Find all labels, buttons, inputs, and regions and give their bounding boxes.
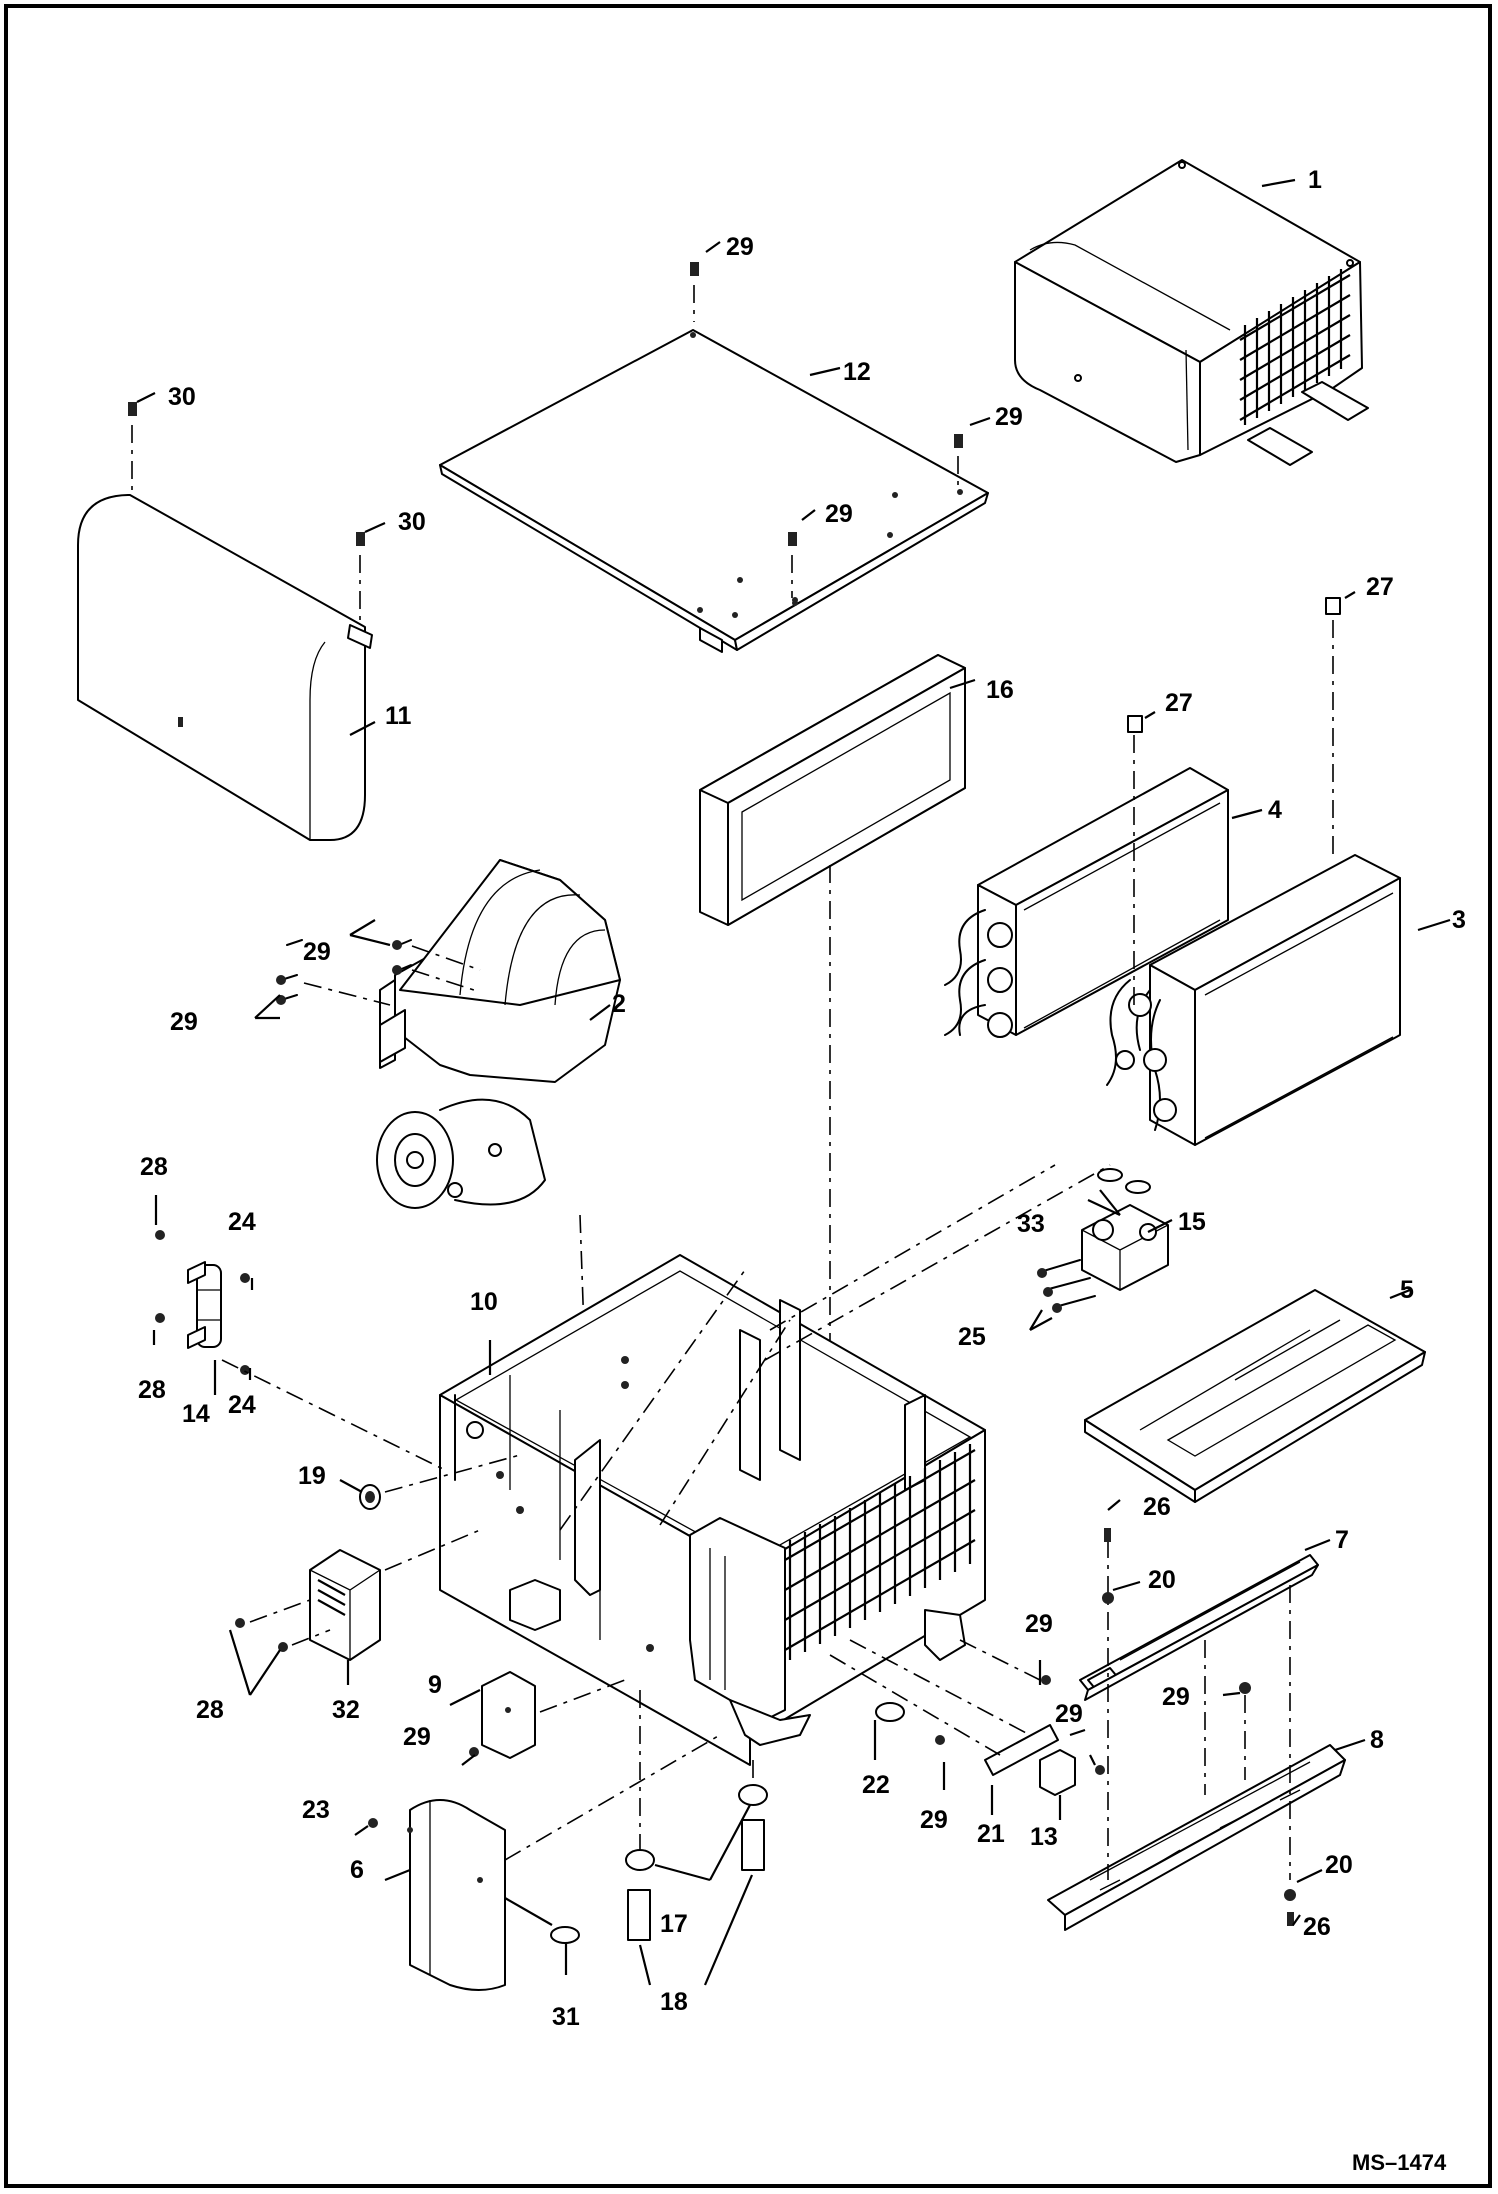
leader-lines [136, 178, 1451, 1986]
rail-fasteners [1102, 1528, 1296, 1926]
callout-20-upper: 20 [1148, 1566, 1176, 1594]
part-14-receiver-drier [155, 1230, 446, 1471]
callout-24-lower: 24 [228, 1391, 256, 1419]
part-1-condenser-housing [1014, 159, 1369, 466]
callout-7: 7 [1335, 1526, 1349, 1554]
callout-8: 8 [1370, 1726, 1384, 1754]
callout-30-left: 30 [168, 383, 196, 411]
callout-5: 5 [1400, 1276, 1414, 1304]
callout-27-right: 27 [1366, 573, 1394, 601]
callout-21: 21 [977, 1820, 1005, 1848]
callout-29-housing-right: 29 [1025, 1610, 1053, 1638]
callout-29-blower-left: 29 [170, 1008, 198, 1036]
callout-10: 10 [470, 1288, 498, 1316]
callout-6: 6 [350, 1856, 364, 1884]
callout-29-bottom: 29 [920, 1806, 948, 1834]
part-15-expansion-valve [1037, 1168, 1169, 1313]
part-4-heater-core [944, 767, 1229, 1038]
callout-25: 25 [958, 1323, 986, 1351]
callout-labels: 1 2 3 4 5 6 7 8 9 10 11 12 13 14 15 16 1… [138, 166, 1466, 2175]
callout-26-lower: 26 [1303, 1913, 1331, 1941]
callout-16: 16 [986, 676, 1014, 704]
parts-17-18-feet [625, 1690, 768, 1941]
callout-29-rail: 29 [1162, 1683, 1190, 1711]
part-32-relay [235, 1529, 481, 1661]
callout-15: 15 [1178, 1208, 1206, 1236]
callout-22: 22 [862, 1771, 890, 1799]
callout-4: 4 [1268, 796, 1282, 824]
drawing-code: MS–1474 [1352, 2150, 1447, 2175]
callout-30-right: 30 [398, 508, 426, 536]
callout-28-lower: 28 [196, 1696, 224, 1724]
part-19-grommet [359, 1454, 521, 1510]
part-11-evaporator-cover [77, 494, 373, 841]
housing-grille [784, 1444, 976, 1660]
part-5-drain-tray [1084, 1289, 1426, 1503]
callout-33: 33 [1017, 1210, 1045, 1238]
callout-26-upper: 26 [1143, 1493, 1171, 1521]
callout-29-bracket: 29 [403, 1723, 431, 1751]
part-10-main-housing [439, 1164, 1111, 1766]
part-2-blower [376, 859, 621, 1209]
part-7-rail [1079, 1554, 1319, 1701]
callout-20-lower: 20 [1325, 1851, 1353, 1879]
callout-28-mid: 28 [138, 1376, 166, 1404]
heater-core-tubes [944, 909, 1013, 1038]
callout-32: 32 [332, 1696, 360, 1724]
part-6-duct [368, 1734, 721, 1991]
callout-14: 14 [182, 1400, 210, 1428]
callout-11: 11 [385, 702, 412, 730]
part-9-bracket [469, 1671, 626, 1759]
callout-23: 23 [302, 1796, 330, 1824]
callout-19: 19 [298, 1462, 326, 1490]
callout-29-top: 29 [726, 233, 754, 261]
callout-1: 1 [1308, 166, 1322, 194]
part-12-top-cover [439, 329, 989, 653]
part-8-rail [1047, 1744, 1346, 1931]
callout-2: 2 [612, 990, 626, 1018]
callout-12: 12 [843, 358, 871, 386]
callout-13: 13 [1030, 1823, 1058, 1851]
callout-9: 9 [428, 1671, 442, 1699]
callout-18: 18 [660, 1988, 688, 2016]
callout-29-cover-center: 29 [825, 500, 853, 528]
callout-3: 3 [1452, 906, 1466, 934]
callout-28-upper: 28 [140, 1153, 168, 1181]
callout-29-cover-right: 29 [995, 403, 1023, 431]
evaporator-tubes [1106, 979, 1177, 1131]
callout-24-upper: 24 [228, 1208, 256, 1236]
condenser-grille [1239, 269, 1351, 425]
small-parts-21-22-13 [829, 1639, 1105, 1796]
callout-31: 31 [552, 2003, 580, 2031]
fasteners-top [128, 262, 963, 620]
blower-screws [276, 939, 586, 1361]
callout-27-left: 27 [1165, 689, 1193, 717]
callout-29-blower-top: 29 [303, 938, 331, 966]
part-3-evaporator-core [1106, 854, 1401, 1146]
callout-17: 17 [660, 1910, 688, 1938]
callout-29-part21: 29 [1055, 1700, 1083, 1728]
